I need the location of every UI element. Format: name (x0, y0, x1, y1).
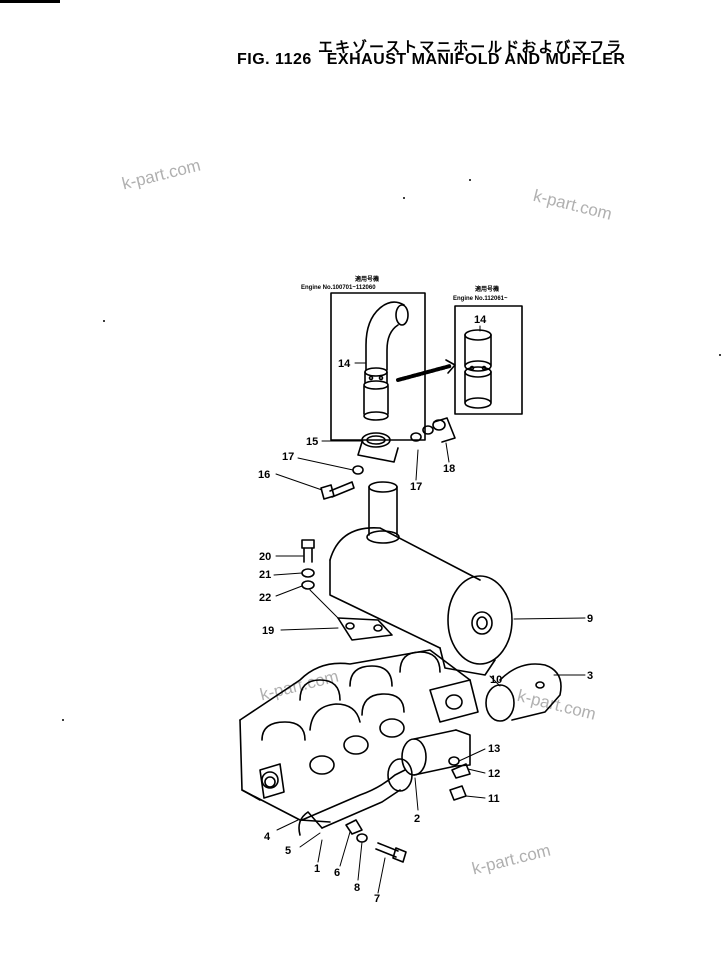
nut-washer-set (410, 417, 456, 443)
clamp (357, 432, 399, 463)
clip-13 (448, 756, 460, 766)
figure-title: FIG. 1126 EXHAUST MANIFOLD AND MUFFLER (237, 51, 625, 69)
callout-11: 11 (488, 793, 500, 805)
callout-10: 10 (490, 674, 502, 686)
bolt-7 (375, 842, 407, 863)
callout-20: 20 (259, 551, 271, 563)
corner-rule (0, 0, 60, 3)
inset-left-heading: 適用号機 (355, 275, 379, 283)
callout-7: 7 (374, 893, 380, 905)
muffler (329, 481, 513, 676)
callout-14-old: 14 (338, 358, 351, 370)
callout-21: 21 (259, 569, 271, 581)
leader-lines (273, 325, 586, 894)
inset-right-engine-range: Engine No.112061~ (453, 296, 508, 302)
callout-13: 13 (488, 743, 500, 755)
inset-box-right (454, 305, 523, 415)
callout-19: 19 (262, 625, 274, 637)
flange-gasket (429, 679, 479, 723)
inset-right-heading: 適用号機 (475, 285, 499, 293)
callout-12: 12 (488, 768, 500, 780)
manifold-front (264, 758, 413, 836)
bolt-16 (320, 481, 355, 500)
washer-8 (356, 833, 368, 843)
bolt-11 (449, 785, 467, 801)
callout-22: 22 (259, 592, 271, 604)
callout-2: 2 (414, 813, 420, 825)
inset-left-engine-range: Engine No.100701~112060 (301, 285, 376, 291)
clip-12 (451, 763, 471, 779)
callout-9: 9 (587, 613, 593, 625)
callout-6: 6 (334, 867, 340, 879)
bolt-20 (301, 539, 315, 563)
engine-head (239, 649, 471, 823)
tail-pipe-new (464, 329, 492, 409)
figure-number: FIG. 1126 (237, 51, 312, 68)
callout-15: 15 (306, 436, 318, 448)
callout-1: 1 (314, 863, 320, 875)
washer-21 (301, 568, 315, 578)
figure-name: EXHAUST MANIFOLD AND MUFFLER (326, 51, 626, 68)
manifold-middle (401, 729, 471, 776)
callout-18: 18 (443, 463, 455, 475)
washer-22 (301, 580, 315, 590)
lock-plate-6 (345, 819, 363, 835)
callout-16: 16 (258, 469, 270, 481)
scan-specks (62, 179, 721, 721)
bracket-19 (337, 617, 393, 641)
callout-17-left: 17 (282, 451, 294, 463)
callout-5: 5 (285, 845, 291, 857)
washer-left (352, 465, 364, 475)
replacement-arrow (396, 359, 456, 382)
tail-pipe-old (363, 301, 409, 421)
callout-17-right: 17 (410, 481, 422, 493)
callout-3: 3 (587, 670, 593, 682)
japanese-title: エキゾーストマニホールドおよびマフラ (318, 39, 624, 56)
callout-8: 8 (354, 882, 360, 894)
callout-14-new: 14 (474, 314, 487, 326)
manifold-elbow (485, 663, 562, 722)
callout-4: 4 (264, 831, 271, 843)
inset-box-left (330, 292, 426, 441)
